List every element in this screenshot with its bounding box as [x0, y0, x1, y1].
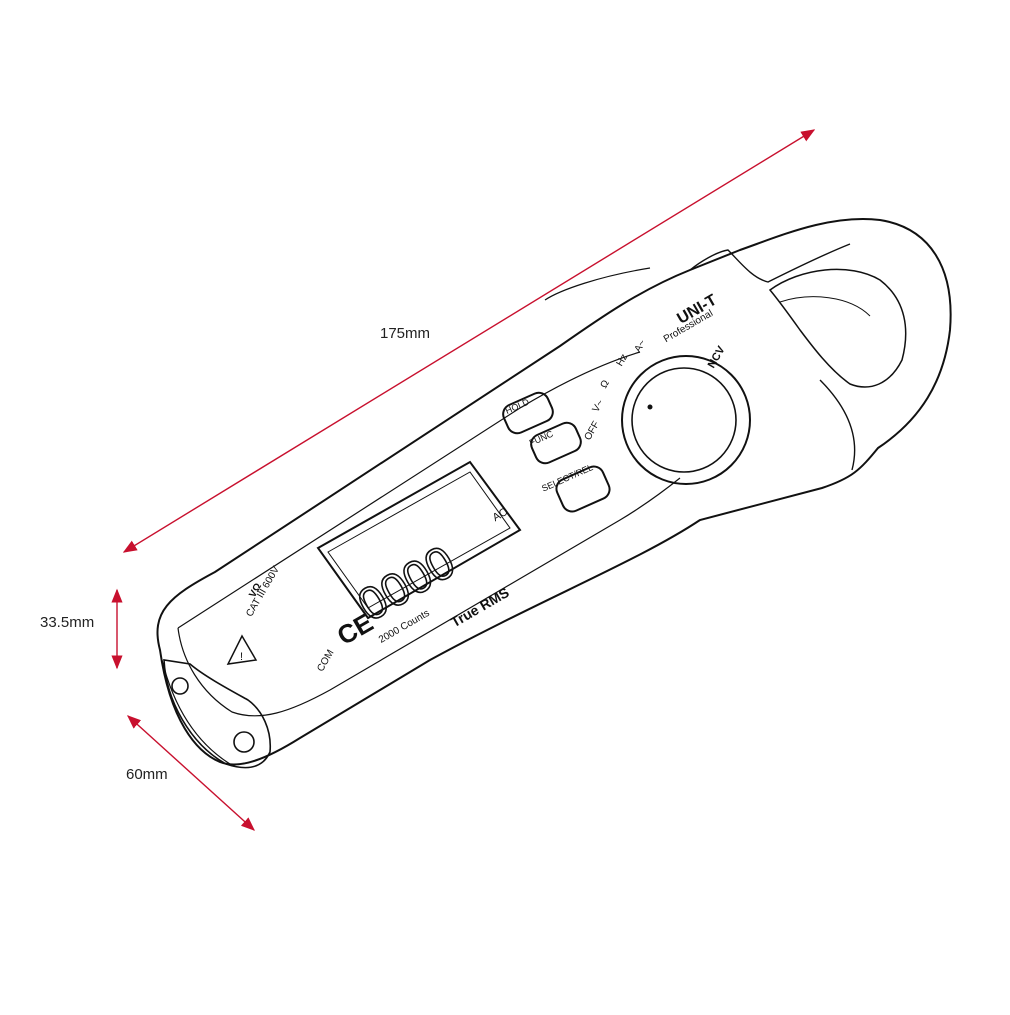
com-label: COM [315, 648, 336, 674]
svg-text:OFF: OFF [583, 420, 603, 443]
svg-text:NCV: NCV [706, 344, 728, 371]
hold-button[interactable] [500, 390, 556, 437]
v-ohm-jack[interactable] [233, 731, 255, 753]
height-label: 33.5mm [40, 614, 95, 631]
svg-text:A~: A~ [633, 338, 649, 354]
meter-body [156, 218, 952, 766]
svg-text:HOLD: HOLD [504, 396, 531, 416]
svg-text:Ω: Ω [599, 378, 613, 390]
svg-text:SELECT/REL: SELECT/REL [540, 462, 594, 494]
lcd-display [316, 460, 522, 620]
svg-text:!: ! [240, 651, 243, 663]
jack-panel [163, 659, 272, 769]
svg-text:FUNC: FUNC [528, 428, 555, 448]
width-dimension-arrow [126, 715, 256, 831]
button-group [500, 390, 613, 514]
func-button[interactable] [528, 420, 584, 467]
dial-labels: OFF V~ Ω Hz A~ NCV [583, 338, 728, 442]
warning-icon: ! [226, 634, 258, 665]
length-dimension-arrow [122, 129, 816, 553]
svg-text:V~: V~ [591, 398, 607, 414]
svg-text:Hz: Hz [615, 352, 631, 368]
width-label: 60mm [126, 766, 168, 783]
rotary-dial[interactable] [621, 355, 751, 485]
select-button[interactable] [553, 463, 613, 514]
display-digits: 0000 [349, 535, 464, 631]
display-unit: AC [491, 506, 510, 524]
length-label: 175mm [380, 325, 431, 342]
com-jack[interactable] [171, 677, 189, 695]
